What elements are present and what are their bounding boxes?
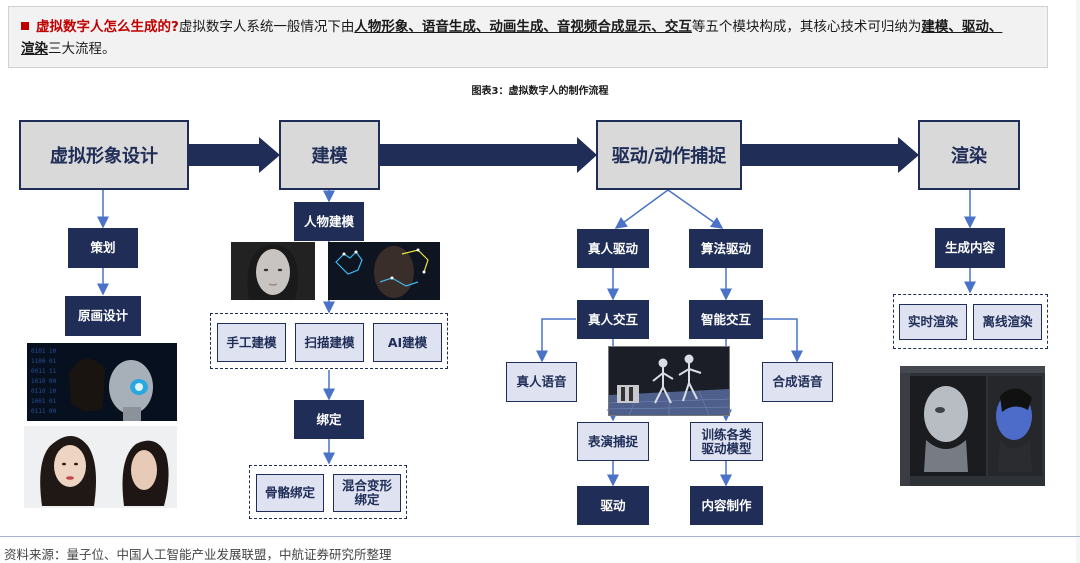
box-train-models: 训练各类驱动模型 [690,422,763,461]
box-real-voice: 真人语音 [506,362,577,402]
box-real-drive: 真人驱动 [577,229,649,268]
stage-design: 虚拟形象设计 [19,120,189,190]
stage-arrow-1 [189,137,280,173]
intro-box: 虚拟数字人怎么生成的?虚拟数字人系统一般情况下由人物形象、语音生成、动画生成、音… [8,6,1048,68]
image-motion-capture [328,242,440,300]
svg-text:1010 00: 1010 00 [31,378,57,385]
intro-core-2: 渲染 [21,41,48,57]
footer-divider [0,536,1080,537]
scroll-edge [1076,0,1080,563]
svg-text:0110 10: 0110 10 [31,388,57,395]
intro-core-1: 建模、驱动、 [921,19,1003,35]
svg-text:1100 01: 1100 01 [31,358,57,365]
intro-text-2: 等五个模块构成，其核心技术可归纳为 [691,19,922,35]
motion-capture-illustration [335,246,429,298]
box-plan: 策划 [68,228,138,268]
box-content-production: 内容制作 [690,486,763,525]
arrow-drive-real [614,189,669,229]
image-render-software [900,366,1045,486]
stage-modeling: 建模 [279,120,380,190]
box-scan-modeling: 扫描建模 [295,323,364,362]
box-manual-modeling: 手工建模 [217,323,286,362]
intro-text-3: 三大流程。 [48,41,116,57]
box-original-design: 原画设计 [65,296,141,336]
render-software-illustration [900,366,1045,486]
3d-face-illustration [247,244,298,300]
figure-title: 图表3：虚拟数字人的制作流程 [471,86,609,97]
box-realtime-render: 实时渲染 [899,304,967,340]
group-binding-methods [249,465,407,519]
svg-text:0011 11: 0011 11 [31,368,57,375]
box-smart-interaction: 智能交互 [689,300,763,339]
box-skeleton-binding: 骨骼绑定 [256,474,324,512]
virtual-faces-illustration [40,436,169,506]
box-performance-capture: 表演捕捉 [577,422,649,461]
ai-face-illustration: 0101 10 1100 01 0011 11 1010 00 0110 10 1001… [31,348,153,421]
intro-text-1: 虚拟数字人系统一般情况下由 [178,19,355,35]
group-modeling-methods [210,313,448,369]
image-3d-face [231,242,315,300]
arrow-interact-voice [536,318,576,363]
svg-text:0111 00: 0111 00 [31,408,57,415]
stage-arrow-3 [742,137,919,173]
stage-render: 渲染 [918,120,1020,190]
stage-arrow-2 [380,137,597,173]
box-offline-render: 离线渲染 [973,304,1042,340]
stage-drive: 驱动/动作捕捉 [596,120,742,190]
box-blendshape-binding: 混合变形绑定 [333,474,401,512]
box-drive-output: 驱动 [577,486,649,525]
box-algo-drive: 算法驱动 [689,229,763,268]
image-virtual-faces [24,426,177,508]
svg-text:1001 01: 1001 01 [31,398,57,405]
intro-modules: 人物形象、语音生成、动画生成、音视频合成显示、交互 [354,19,692,35]
box-ai-modeling: AI建模 [373,323,442,362]
svg-text:0101 10: 0101 10 [31,348,57,355]
intro-question: 虚拟数字人怎么生成的? [36,19,179,35]
box-person-modeling: 人物建模 [294,202,364,241]
arrow-drive-algo [667,189,724,229]
box-real-interaction: 真人交互 [577,300,649,339]
bullet-icon [21,22,29,30]
box-synth-voice: 合成语音 [762,362,833,402]
box-binding: 绑定 [294,400,364,439]
arrow-smart-synth [763,318,803,363]
group-render-methods [893,294,1048,349]
box-generate-content: 生成内容 [935,228,1005,268]
image-mocap-scene [608,346,730,416]
image-ai-face: 0101 10 1100 01 0011 11 1010 00 0110 10 1001… [27,343,177,421]
mocap-scene-illustration [609,354,729,415]
source-note: 资料来源：量子位、中国人工智能产业发展联盟，中航证券研究所整理 [4,547,392,562]
